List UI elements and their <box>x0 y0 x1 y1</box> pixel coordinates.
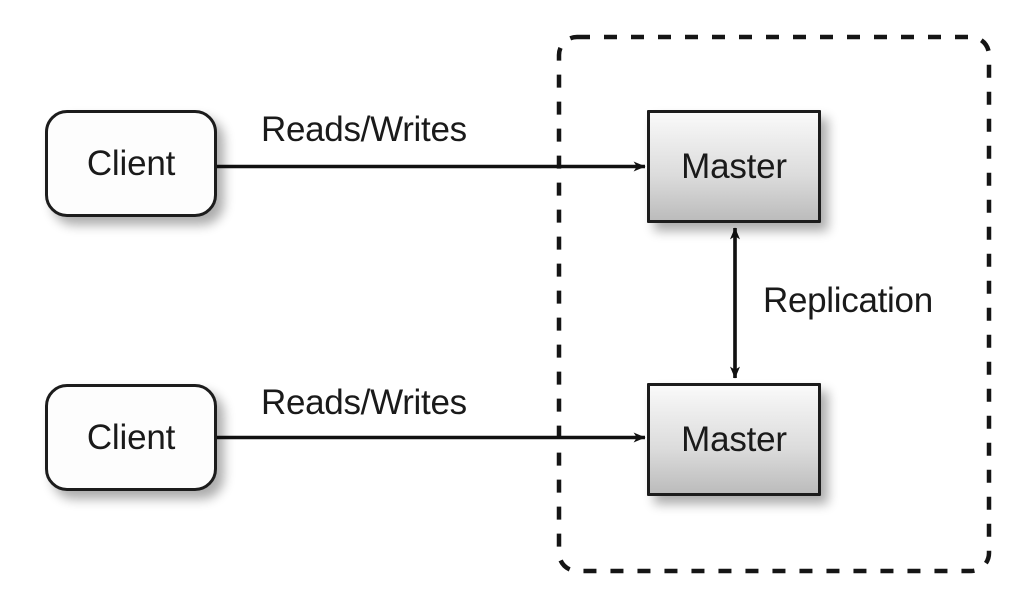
node-client-top-label: Client <box>86 144 176 183</box>
edge-label-reads-writes-bottom: Reads/Writes <box>261 383 467 422</box>
node-master-top-label: Master <box>681 147 787 186</box>
replication-cluster-boundary <box>556 34 992 574</box>
node-client-bottom-label: Client <box>86 418 176 457</box>
node-master-bottom[interactable]: Master <box>647 383 821 496</box>
node-master-bottom-label: Master <box>681 420 787 459</box>
node-master-top[interactable]: Master <box>647 110 821 223</box>
edge-label-reads-writes-top: Reads/Writes <box>261 110 467 149</box>
node-client-bottom[interactable]: Client <box>45 384 217 491</box>
edge-label-replication: Replication <box>763 281 933 320</box>
node-client-top[interactable]: Client <box>45 110 217 217</box>
